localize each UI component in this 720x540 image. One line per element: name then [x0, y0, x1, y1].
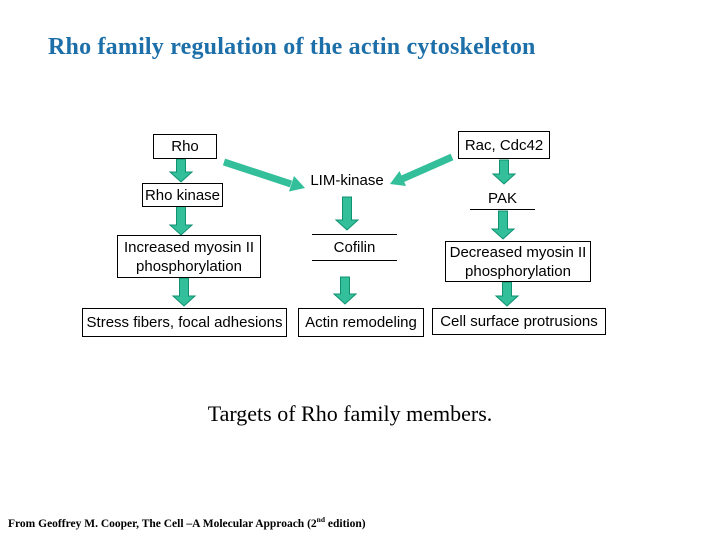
node-decreased-myosin: Decreased myosin II phosphorylation [445, 241, 591, 282]
node-lim-kinase: LIM-kinase [310, 172, 384, 189]
page-title: Rho family regulation of the actin cytos… [48, 34, 536, 60]
node-cell-surface: Cell surface protrusions [432, 308, 606, 335]
footer-credit-suffix: edition) [325, 517, 366, 530]
caption: Targets of Rho family members. [207, 401, 493, 426]
footer-credit: From Geoffrey M. Cooper, The Cell –A Mol… [8, 515, 366, 530]
footer-credit-superscript: nd [316, 515, 326, 524]
arrow-rac-to-lim-kinase [390, 153, 454, 186]
arrow-cofilin-to-actin-remodeling [332, 276, 358, 305]
node-rac-cdc42: Rac, Cdc42 [458, 131, 550, 159]
arrow-rho-to-rho-kinase [168, 158, 194, 183]
node-rho-kinase: Rho kinase [142, 183, 223, 207]
node-increased-myosin: Increased myosin II phosphorylation [117, 235, 261, 278]
node-actin-remodeling: Actin remodeling [298, 308, 424, 337]
node-pak: PAK [470, 188, 535, 210]
arrow-rac-to-pak [491, 159, 517, 185]
node-cofilin: Cofilin [312, 234, 397, 261]
arrow-decreased-myosin-to-cell-surface [494, 281, 520, 307]
node-stress-fibers: Stress fibers, focal adhesions [82, 308, 287, 337]
arrow-lim-kinase-to-cofilin [334, 196, 360, 231]
arrow-rho-kinase-to-increased-myosin [168, 205, 194, 236]
arrow-rho-to-lim-kinase [222, 158, 305, 192]
node-rho: Rho [153, 134, 217, 159]
arrow-pak-to-decreased-myosin [490, 210, 516, 240]
arrow-increased-myosin-to-stress-fibers [171, 277, 197, 307]
footer-credit-text: From Geoffrey M. Cooper, The Cell –A Mol… [8, 517, 317, 530]
